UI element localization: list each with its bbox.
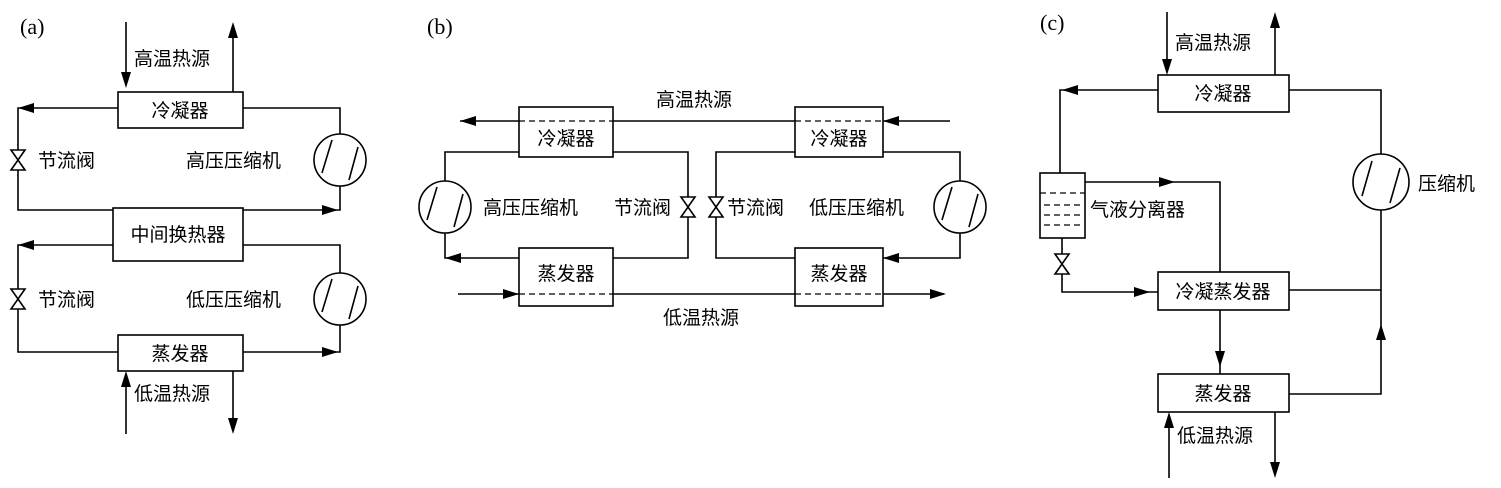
a-throttle-bottom-icon (9, 288, 27, 310)
panel-a: (a) 高温热源 冷凝器 中间换热器 蒸发器 节流阀 (9, 14, 367, 434)
a-throttle-bottom-label: 节流阀 (38, 289, 95, 311)
a-high-compressor-label: 高压压缩机 (186, 150, 281, 172)
b-throttle-right-icon (707, 196, 725, 218)
c-throttle-icon (1053, 253, 1071, 275)
b-condenser-left-box (518, 106, 614, 158)
a-evaporator-box (117, 334, 244, 372)
c-separator-gas-arrow (1159, 177, 1175, 187)
b-high-source-in-arrow (883, 116, 899, 126)
c-separator-liquid-line (1061, 238, 1158, 293)
c-low-source-out-arrow (1270, 462, 1280, 478)
c-condenser-to-separator (1059, 89, 1158, 173)
a-bottom-loop-bottom-arrow (322, 347, 338, 357)
b-low-compressor-icon (933, 180, 987, 234)
c-evaporator-return-line (1289, 290, 1382, 395)
b-condenser-right-label: 冷凝器 (810, 128, 867, 150)
b-evaporator-left-box (518, 247, 614, 307)
a-throttle-top-icon (9, 149, 27, 171)
b-evaporator-right-box (794, 247, 884, 307)
c-condenser-out-arrow (1062, 85, 1078, 95)
a-high-compressor-icon (313, 133, 367, 187)
c-compressor-label: 压缩机 (1418, 173, 1475, 195)
a-intermediate-hx-label: 中间换热器 (130, 224, 225, 246)
c-low-source-in-arrow (1164, 412, 1174, 428)
c-separator-gas-line (1085, 181, 1221, 272)
a-low-compressor-icon (313, 272, 367, 326)
b-right-loop-arrow (883, 253, 899, 263)
b-left-loop-arrow (445, 253, 461, 263)
c-evaporator-box (1157, 373, 1290, 413)
b-low-source-in-arrow (503, 289, 519, 299)
b-condenser-right-box (794, 106, 884, 158)
c-compressor-icon (1352, 153, 1410, 211)
a-condenser-box (117, 91, 244, 129)
b-throttle-right-label: 节流阀 (727, 197, 784, 219)
c-evaporator-label: 蒸发器 (1194, 383, 1251, 405)
a-condenser-label: 冷凝器 (151, 100, 208, 122)
panel-c: (c) 高温热源 气液分离器 (1039, 10, 1475, 478)
c-condenser-evaporator-label: 冷凝蒸发器 (1175, 281, 1270, 303)
a-high-source-in-arrow (121, 72, 131, 88)
a-high-source-label: 高温热源 (134, 48, 210, 70)
a-evaporator-label: 蒸发器 (151, 343, 208, 365)
a-low-source-in-arrow (121, 371, 131, 387)
c-liquid-in-arrow (1134, 287, 1150, 297)
c-separator-label: 气液分离器 (1090, 199, 1185, 221)
panel-a-tag: (a) (20, 14, 44, 39)
panel-b-tag: (b) (427, 14, 453, 39)
c-high-source-out-arrow (1270, 12, 1280, 28)
c-high-source-label: 高温热源 (1175, 32, 1251, 54)
b-low-source-out-arrow (930, 289, 946, 299)
c-condenser-label: 冷凝器 (1194, 83, 1251, 105)
a-low-source-label: 低温热源 (134, 383, 210, 405)
b-high-compressor-label: 高压压缩机 (483, 197, 578, 219)
a-high-source-out-arrow (228, 22, 238, 38)
panel-b: (b) 冷凝器 冷凝器 蒸发器 蒸发器 高温热源 低 (418, 14, 987, 329)
a-top-loop-bottom-arrow (322, 205, 338, 215)
a-top-loop-left-arrow (18, 103, 34, 113)
a-bottom-loop-left-arrow (18, 240, 34, 250)
b-throttle-left-icon (679, 196, 697, 218)
c-condenser-box (1157, 74, 1290, 113)
b-high-source-out-arrow (460, 116, 476, 126)
a-low-source-out-arrow (228, 418, 238, 434)
c-low-source-label: 低温热源 (1177, 425, 1253, 447)
b-low-compressor-label: 低压压缩机 (809, 197, 904, 219)
a-low-compressor-label: 低压压缩机 (186, 289, 281, 311)
b-low-source-label: 低温热源 (663, 307, 739, 329)
panel-c-tag: (c) (1040, 10, 1064, 35)
c-condenser-evaporator-box (1157, 271, 1290, 311)
a-intermediate-hx-box (112, 207, 244, 262)
b-evaporator-left-label: 蒸发器 (537, 263, 594, 285)
b-high-compressor-icon (418, 180, 472, 234)
c-ce-down-arrow (1215, 351, 1225, 367)
b-high-source-label: 高温热源 (656, 89, 732, 111)
b-evaporator-right-label: 蒸发器 (810, 263, 867, 285)
c-high-source-in-arrow (1162, 59, 1172, 75)
c-condenser-compressor-line (1289, 89, 1382, 290)
c-separator-icon (1039, 172, 1086, 239)
b-throttle-left-label: 节流阀 (614, 197, 671, 219)
a-throttle-top-label: 节流阀 (38, 150, 95, 172)
b-condenser-left-label: 冷凝器 (537, 128, 594, 150)
c-return-up-arrow (1376, 324, 1386, 340)
